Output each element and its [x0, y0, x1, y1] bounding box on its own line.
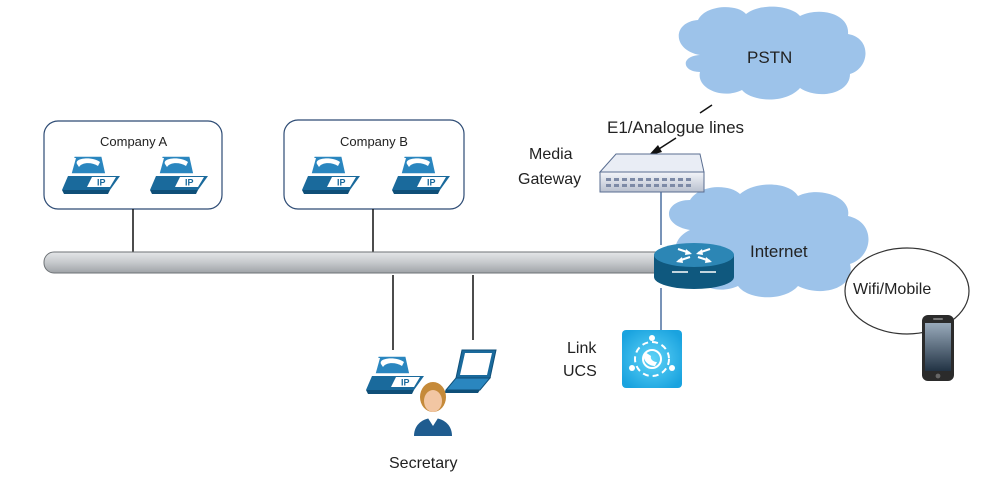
secretary-label: Secretary	[389, 455, 458, 472]
pstn-label: PSTN	[747, 48, 793, 67]
media-gateway-label-line1: Media	[529, 146, 573, 163]
company-b-label: Company B	[340, 134, 408, 149]
e1-analogue-lines-label: E1/Analogue lines	[607, 118, 745, 137]
arrowhead	[648, 145, 662, 156]
internet-label: Internet	[750, 242, 808, 261]
wifi-mobile-bubble	[844, 247, 970, 335]
company-a-label: Company A	[100, 134, 168, 149]
network-bus	[43, 251, 670, 274]
router-icon	[654, 243, 734, 289]
link-ucs-label-line1: Link	[567, 340, 597, 357]
media-gateway-label-line2: Gateway	[518, 171, 582, 188]
link-ucs-icon	[622, 330, 682, 388]
secretary-avatar	[414, 382, 452, 436]
smartphone-icon	[922, 315, 954, 381]
secretary-ip-phone	[365, 355, 425, 395]
wifi-mobile-label: Wifi/Mobile	[853, 281, 932, 298]
link-ucs-label-line2: UCS	[563, 363, 597, 380]
laptop-icon	[444, 349, 497, 393]
pstn-cloud	[678, 6, 866, 100]
media-gateway-icon	[598, 153, 705, 193]
